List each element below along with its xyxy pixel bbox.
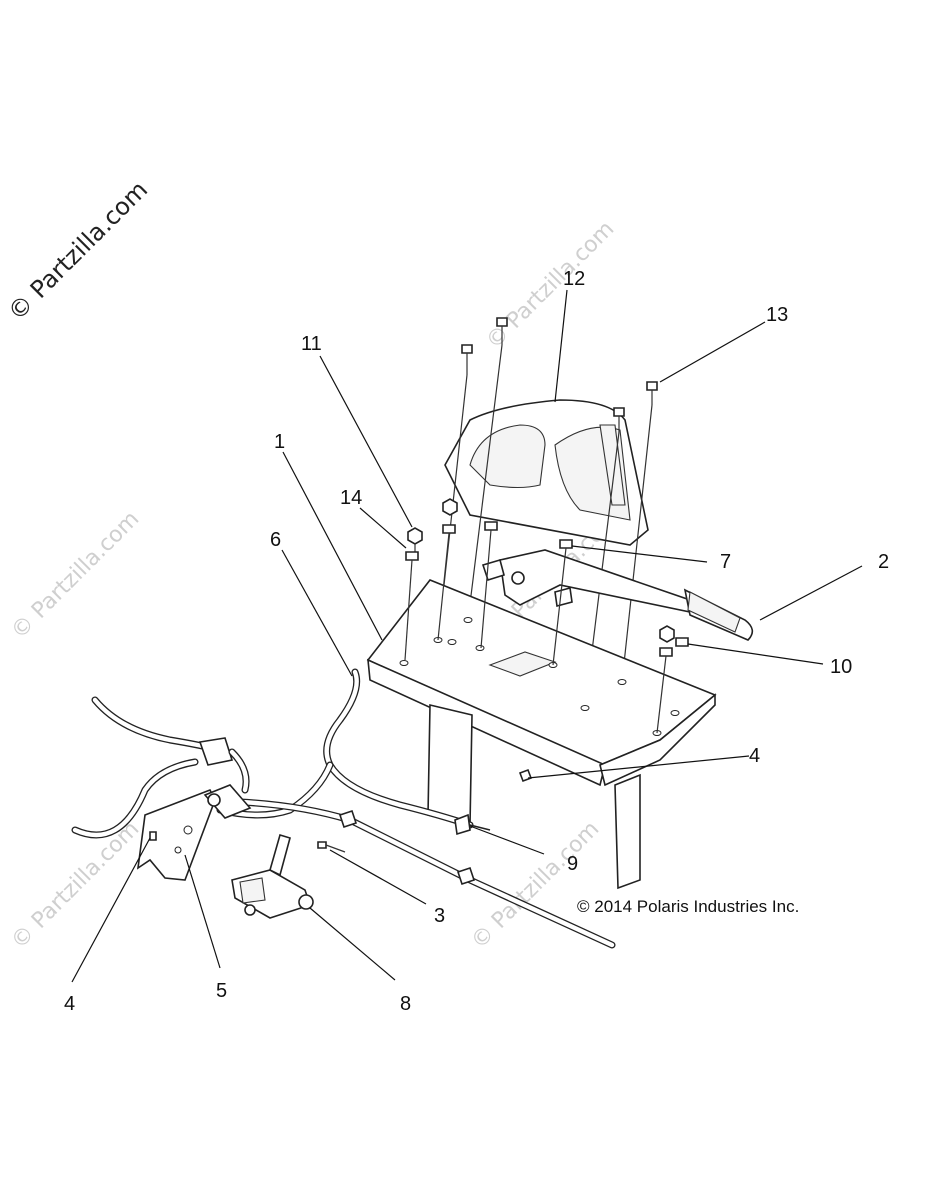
- callouts: 1 2 3 4 4 5 6 7 8 9 10 11 12 13 14: [64, 268, 889, 1015]
- callout-2: 2: [878, 551, 889, 573]
- callout-8: 8: [400, 993, 411, 1015]
- part-9-pin: [454, 813, 471, 836]
- callout-13: 13: [766, 304, 788, 326]
- part-5-mount-bracket: [136, 784, 252, 881]
- part-4-clip: [518, 768, 533, 783]
- callout-1: 1: [274, 431, 285, 453]
- part-2-handbrake-lever: [481, 549, 754, 641]
- partzilla-watermark: © Partzilla.com: [2, 175, 153, 326]
- watermark-text: © Partzilla.com: [7, 507, 145, 645]
- part-1-bracket: [366, 579, 717, 890]
- callout-7: 7: [720, 551, 731, 573]
- part-3-brake-cable: [236, 798, 616, 949]
- part-12-handle-cover: [444, 399, 649, 546]
- callout-5: 5: [216, 980, 227, 1002]
- callout-3: 3: [434, 905, 445, 927]
- callout-12: 12: [563, 268, 585, 290]
- part-8-caliper: [231, 834, 314, 919]
- callout-9: 9: [567, 853, 578, 875]
- callout-4: 4: [64, 993, 75, 1015]
- copyright-text: © 2014 Polaris Industries Inc.: [577, 897, 799, 916]
- callout-11: 11: [301, 333, 322, 355]
- callout-14: 14: [340, 487, 362, 509]
- fasteners: [404, 498, 689, 734]
- leader-lines: [71, 289, 863, 983]
- left-cables: [71, 696, 250, 839]
- callout-10: 10: [830, 656, 852, 678]
- watermark-text: © Partzilla.com: [7, 817, 145, 955]
- callout-6: 6: [270, 529, 281, 551]
- callout-4: 4: [749, 745, 760, 767]
